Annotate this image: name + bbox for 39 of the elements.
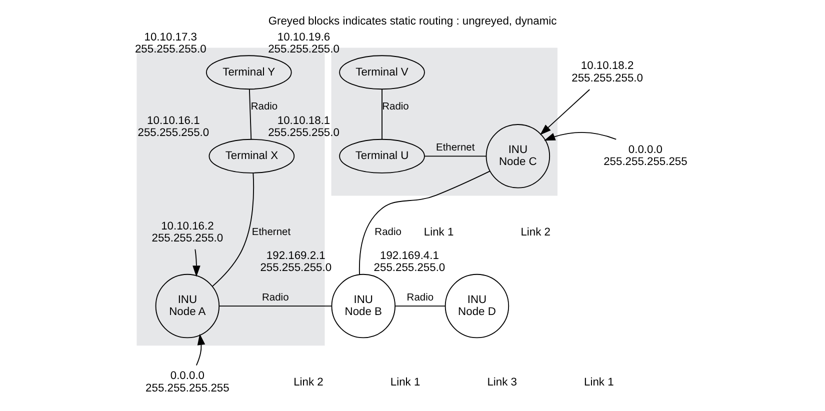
connector (358, 170, 490, 276)
node-label: 192.169.2.1 255.255.255.0 (260, 250, 332, 274)
arrow (544, 132, 617, 141)
node-circle: INU Node A (155, 274, 220, 338)
node-text: 10.10.18.2 255.255.255.0 (572, 60, 643, 84)
arrow (192, 248, 200, 277)
arrow (196, 334, 206, 366)
node-circle: INU Node B (331, 274, 396, 338)
node-ellipse: Terminal Y (206, 55, 292, 90)
edge-label: Radio (374, 227, 402, 238)
connector (248, 89, 252, 140)
label: Link 1 (424, 226, 454, 238)
node-label: 10.10.16.1 255.255.255.0 (138, 115, 210, 140)
node-ellipse: Terminal V (339, 55, 425, 90)
node-ellipse: Terminal U (339, 138, 425, 174)
node-label: 192.169.4.1 255.255.255.0 (374, 250, 446, 274)
node-label: 10.10.18.1 255.255.255.0 (268, 115, 340, 140)
label: Link 2 (520, 226, 551, 238)
node-text: 0.0.0.0 255.255.255.255 (604, 144, 688, 168)
edge-label: Radio (382, 101, 409, 112)
edge-label: Radio (262, 292, 289, 304)
edge-label: Radio (406, 292, 434, 304)
edge-label: Radio (250, 101, 278, 112)
edge-label: Ethernet (252, 227, 291, 238)
node-ellipse: Terminal X (208, 138, 295, 174)
node-label: 10.10.19.6 255.255.255.0 (268, 31, 340, 56)
node-label: 10.10.17.3 255.255.255.0 (134, 31, 206, 56)
connector (212, 172, 254, 287)
edge-label: Ethernet (436, 142, 475, 154)
connector (424, 156, 487, 157)
label: Link 2 (294, 376, 324, 388)
label: Link 1 (390, 376, 420, 388)
arrow (540, 89, 590, 136)
node-text: 0.0.0.0 255.255.255.255 (146, 370, 230, 394)
node-text: 10.10.16.2 255.255.255.0 (152, 220, 224, 244)
diagram-title: Greyed blocks indicates static routing : ungreyed, dynamic (268, 16, 557, 28)
label: Link 1 (584, 376, 614, 388)
label: Link 3 (487, 376, 517, 388)
node-circle: INU Node D (444, 274, 510, 338)
